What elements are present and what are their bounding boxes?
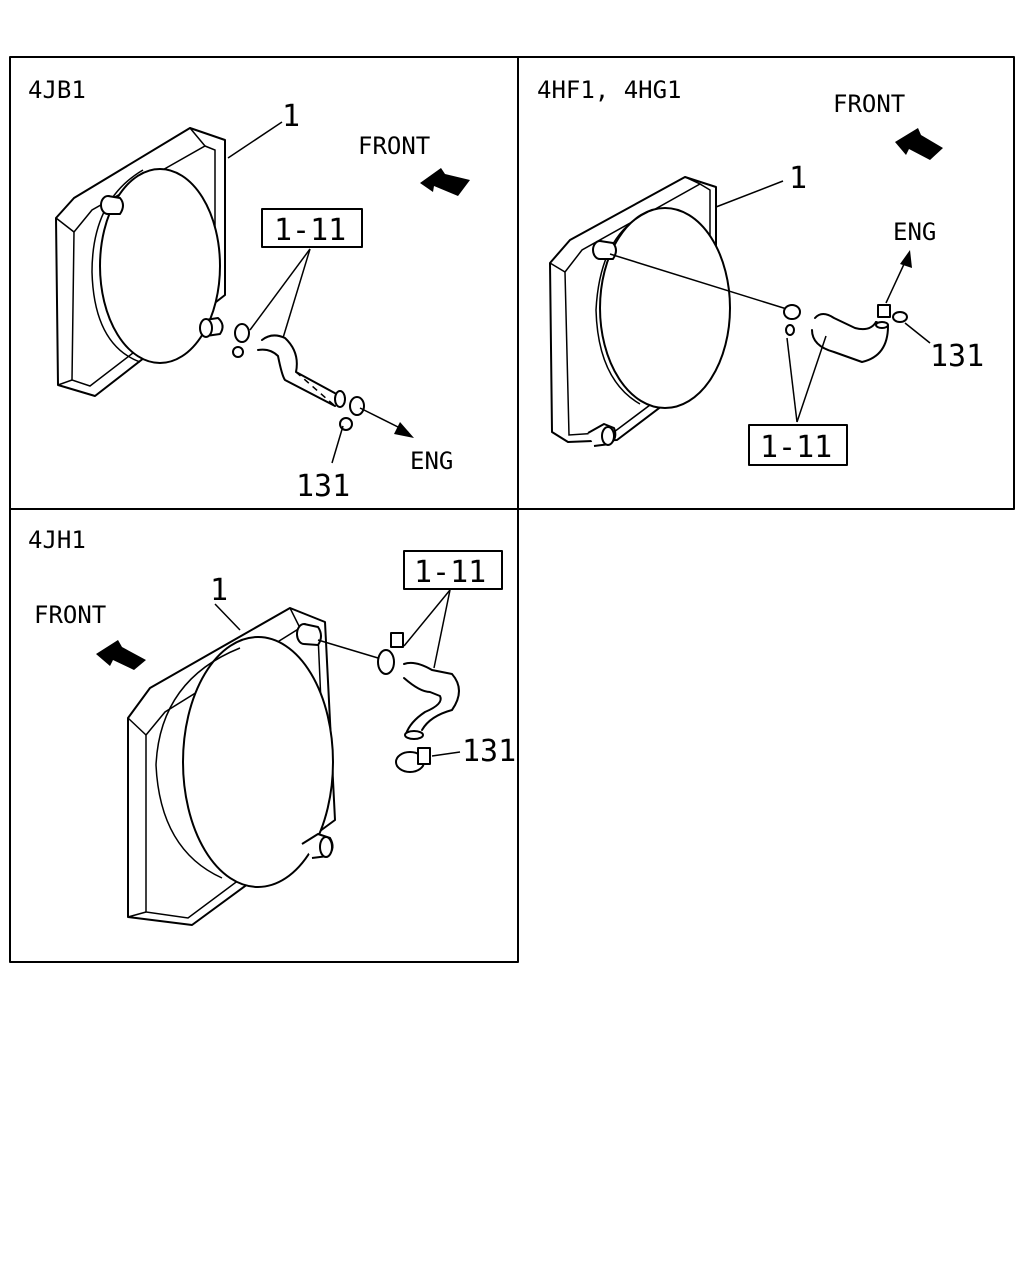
clamp-131 [877,304,891,318]
radiator [127,607,336,926]
callout-radiator: 1 [789,161,807,196]
hose-clamp [234,323,250,343]
callout-radiator: 1 [282,99,300,134]
callout-radiator: 1 [210,573,228,608]
callout-hose: 1-11 [274,213,346,248]
callout-clamp: 131 [296,469,350,504]
radiator [549,176,731,447]
callout-hose: 1-11 [760,430,832,465]
callout-clamp: 131 [930,339,984,374]
panel-4jb1: 4JB1 1 [28,76,470,504]
hose [377,632,460,773]
front-label: FRONT [358,132,430,160]
hose [783,304,908,363]
panel-4jh1: 4JH1 1 1-11 [28,526,516,926]
hose-clamp [783,304,801,320]
hose [232,323,365,431]
callout-box-hose [748,424,848,466]
model-label: 4JB1 [28,76,86,104]
model-label: 4JH1 [28,526,86,554]
front-label: FRONT [833,90,905,118]
eng-arrow-icon [900,250,912,268]
front-label: FRONT [34,601,106,629]
callout-clamp: 131 [462,734,516,769]
panel-4hf1-4hg1: 4HF1, 4HG1 1 1-11 [537,76,984,466]
callout-box-hose [403,550,503,590]
radiator [55,127,226,397]
front-arrow-icon [895,128,943,160]
hose-clamp [377,649,395,675]
model-label: 4HF1, 4HG1 [537,76,682,104]
eng-arrow-icon [394,422,414,438]
front-arrow-icon [96,640,146,670]
eng-label: ENG [410,447,453,475]
clamp-131 [349,396,365,416]
eng-label: ENG [893,218,936,246]
diagram-frame [9,56,1015,963]
callout-box-hose [261,208,363,248]
front-arrow-icon [420,168,470,196]
callout-hose: 1-11 [414,555,486,590]
